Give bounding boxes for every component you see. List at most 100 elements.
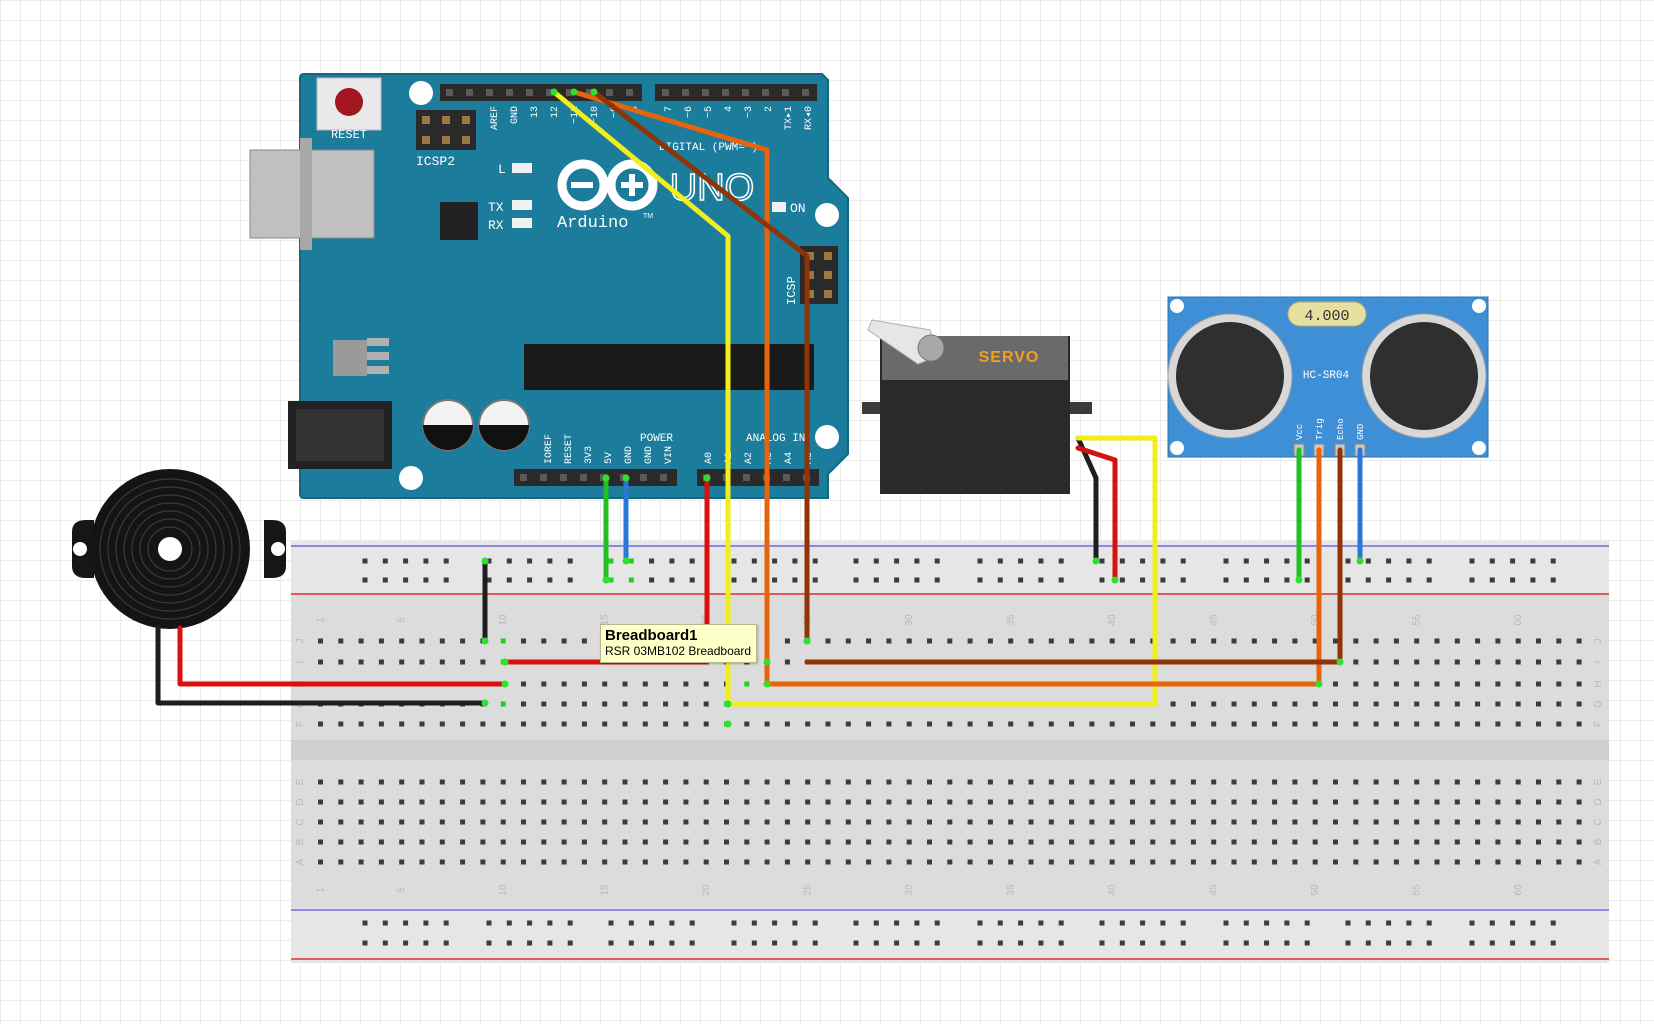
rail-hole[interactable]: [751, 558, 757, 564]
rail-hole[interactable]: [649, 577, 655, 583]
rail-hole[interactable]: [1018, 920, 1024, 926]
wire-buzzer-black[interactable]: [155, 625, 488, 706]
breadboard-hole[interactable]: [358, 721, 364, 727]
breadboard-hole[interactable]: [825, 839, 831, 845]
breadboard-hole[interactable]: [1109, 819, 1115, 825]
header-pin[interactable]: [526, 89, 533, 96]
rail-hole[interactable]: [1058, 577, 1064, 583]
rail-hole[interactable]: [1099, 558, 1105, 564]
rail-hole[interactable]: [873, 920, 879, 926]
rail-hole[interactable]: [1406, 920, 1412, 926]
breadboard-hole[interactable]: [1475, 721, 1481, 727]
rail-hole[interactable]: [792, 920, 798, 926]
breadboard-hole[interactable]: [602, 859, 608, 865]
rail-hole[interactable]: [608, 940, 614, 946]
breadboard-hole[interactable]: [439, 859, 445, 865]
breadboard-hole[interactable]: [1231, 701, 1237, 707]
breadboard-hole[interactable]: [1008, 638, 1014, 644]
breadboard-hole[interactable]: [1272, 779, 1278, 785]
header-pin[interactable]: [640, 474, 647, 481]
rail-hole[interactable]: [689, 558, 695, 564]
breadboard-hole[interactable]: [338, 638, 344, 644]
breadboard-hole[interactable]: [1231, 819, 1237, 825]
rail-hole[interactable]: [997, 920, 1003, 926]
rail-hole[interactable]: [853, 920, 859, 926]
breadboard-hole[interactable]: [1008, 839, 1014, 845]
breadboard-hole[interactable]: [378, 638, 384, 644]
breadboard-hole[interactable]: [845, 819, 851, 825]
breadboard-hole[interactable]: [1353, 638, 1359, 644]
breadboard-hole[interactable]: [683, 701, 689, 707]
breadboard-hole[interactable]: [1190, 819, 1196, 825]
breadboard-hole[interactable]: [602, 779, 608, 785]
breadboard-hole[interactable]: [1353, 721, 1359, 727]
breadboard-hole[interactable]: [967, 779, 973, 785]
rail-hole[interactable]: [751, 940, 757, 946]
breadboard-hole[interactable]: [1353, 659, 1359, 665]
breadboard-hole[interactable]: [1312, 799, 1318, 805]
breadboard-hole[interactable]: [866, 779, 872, 785]
breadboard-hole[interactable]: [927, 799, 932, 805]
breadboard-hole[interactable]: [338, 819, 344, 825]
breadboard-hole[interactable]: [1536, 859, 1541, 865]
breadboard-hole[interactable]: [886, 779, 892, 785]
breadboard-hole[interactable]: [1109, 859, 1115, 865]
rail-hole[interactable]: [853, 558, 859, 564]
breadboard-hole[interactable]: [1454, 859, 1460, 865]
rail-hole[interactable]: [997, 558, 1003, 564]
breadboard-hole[interactable]: [967, 839, 973, 845]
rail-hole[interactable]: [1099, 577, 1105, 583]
breadboard-hole[interactable]: [1130, 779, 1135, 785]
wire-end[interactable]: [1295, 576, 1303, 584]
rail-hole[interactable]: [1406, 577, 1412, 583]
breadboard-hole[interactable]: [602, 819, 608, 825]
breadboard-hole[interactable]: [1393, 681, 1399, 687]
breadboard-hole[interactable]: [439, 819, 445, 825]
breadboard-hole[interactable]: [642, 701, 648, 707]
breadboard-hole[interactable]: [1515, 779, 1521, 785]
breadboard-hole[interactable]: [642, 859, 648, 865]
breadboard-hole[interactable]: [724, 859, 729, 865]
breadboard-hole[interactable]: [378, 779, 384, 785]
breadboard-hole[interactable]: [744, 859, 750, 865]
breadboard-hole[interactable]: [1495, 859, 1501, 865]
rail-hole[interactable]: [669, 920, 675, 926]
breadboard-hole[interactable]: [541, 638, 547, 644]
breadboard-hole[interactable]: [866, 638, 872, 644]
breadboard-hole[interactable]: [561, 721, 567, 727]
breadboard-hole[interactable]: [1353, 701, 1359, 707]
breadboard-hole[interactable]: [1515, 681, 1521, 687]
breadboard-hole[interactable]: [1556, 799, 1562, 805]
rail-hole[interactable]: [608, 577, 614, 583]
breadboard-hole[interactable]: [338, 721, 344, 727]
rail-hole[interactable]: [1284, 577, 1290, 583]
breadboard-hole[interactable]: [866, 819, 872, 825]
breadboard-hole[interactable]: [927, 721, 932, 727]
breadboard-hole[interactable]: [1211, 819, 1217, 825]
breadboard-hole[interactable]: [1536, 819, 1541, 825]
breadboard-hole[interactable]: [1251, 839, 1257, 845]
breadboard-hole[interactable]: [683, 819, 689, 825]
rail-hole[interactable]: [772, 920, 778, 926]
breadboard-hole[interactable]: [1576, 799, 1582, 805]
rail-hole[interactable]: [1180, 558, 1186, 564]
rail-hole[interactable]: [812, 920, 818, 926]
breadboard-hole[interactable]: [358, 799, 364, 805]
breadboard-hole[interactable]: [1556, 839, 1562, 845]
breadboard-hole[interactable]: [602, 799, 608, 805]
breadboard-hole[interactable]: [1333, 638, 1338, 644]
breadboard-hole[interactable]: [318, 779, 323, 785]
breadboard-hole[interactable]: [1130, 799, 1135, 805]
breadboard-hole[interactable]: [1272, 839, 1278, 845]
breadboard-hole[interactable]: [622, 779, 628, 785]
breadboard-hole[interactable]: [460, 638, 466, 644]
breadboard-hole[interactable]: [1353, 859, 1359, 865]
breadboard-hole[interactable]: [886, 859, 892, 865]
breadboard-hole[interactable]: [1576, 779, 1582, 785]
breadboard-hole[interactable]: [1048, 779, 1054, 785]
breadboard-hole[interactable]: [541, 779, 547, 785]
breadboard-hole[interactable]: [521, 779, 526, 785]
breadboard-hole[interactable]: [541, 819, 547, 825]
breadboard-hole[interactable]: [1312, 859, 1318, 865]
rail-hole[interactable]: [977, 577, 983, 583]
